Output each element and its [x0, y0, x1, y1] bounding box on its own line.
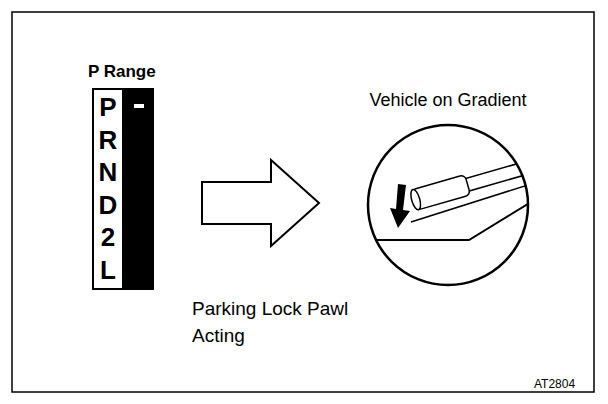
selector-strip: PRND2L [92, 88, 154, 290]
gradient-circle [365, 122, 531, 288]
block-arrow [202, 160, 319, 246]
range-letter: N [95, 157, 121, 187]
view-heading: Vehicle on Gradient [326, 90, 570, 111]
range-selector: P RangePRND2L [86, 62, 162, 294]
roll-arrow [390, 184, 410, 228]
note-text: Parking Lock Pawl Acting [192, 296, 352, 349]
position-mark [134, 104, 144, 108]
vehicle-illustration [365, 153, 531, 240]
range-letter: 2 [95, 222, 121, 252]
figure-code: AT2804 [534, 376, 575, 393]
range-heading: P Range [88, 62, 156, 82]
vehicle-body [409, 153, 531, 211]
range-letter: D [95, 190, 121, 220]
range-letter: R [95, 125, 121, 155]
ground-line [365, 202, 531, 240]
gradient-view: Vehicle on Gradient [326, 90, 570, 290]
range-letter: P [95, 92, 121, 122]
outer-border [12, 12, 594, 392]
range-letter: L [95, 255, 121, 285]
